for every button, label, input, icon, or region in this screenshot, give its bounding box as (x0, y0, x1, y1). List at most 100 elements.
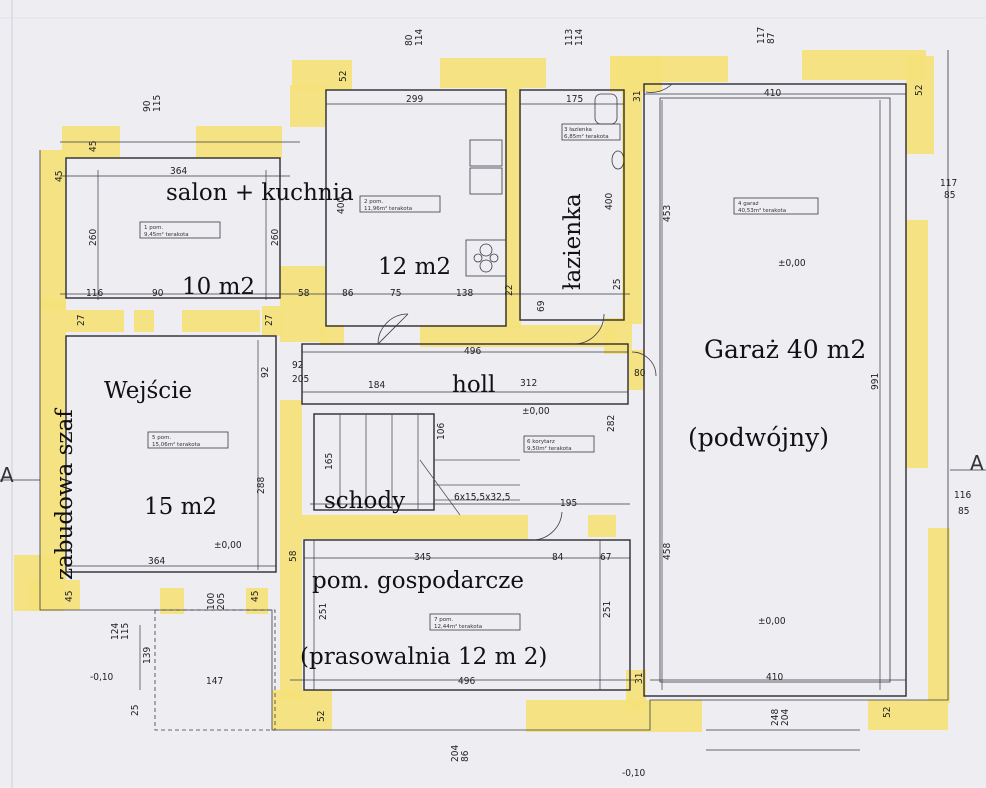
dim-label: 87 (766, 33, 777, 44)
utility-room-note-label: (prasowalnia 12 m 2) (300, 644, 547, 670)
level-mark: ±0,00 (214, 540, 242, 551)
stamp-text: 6 korytarz (527, 439, 555, 445)
dimension-lines (0, 93, 986, 690)
utility-room-label: pom. gospodarcze (312, 568, 524, 594)
wall-segment (906, 56, 934, 154)
dim-label: 58 (298, 288, 310, 299)
wall-segment (868, 700, 948, 730)
level-mark: -0,10 (622, 768, 646, 779)
dim-label: 45 (88, 141, 99, 152)
dim-label: 496 (464, 346, 481, 357)
stairs-label: schody (324, 488, 405, 514)
dim-label: 116 (86, 288, 103, 299)
wall-segment (612, 56, 728, 82)
wall-segment (300, 515, 528, 539)
dim-label: 92 (260, 367, 271, 378)
dim-label: 260 (88, 229, 99, 246)
wall-segment (802, 50, 926, 80)
dim-label: 251 (318, 603, 329, 620)
wall-segment (262, 306, 282, 336)
stamp-text: 5 pom. (152, 435, 171, 441)
dim-label: 100 (206, 593, 217, 610)
walls-highlight (14, 50, 950, 732)
dim-label: 400 (604, 193, 615, 210)
lazienka-label: łazienka (560, 193, 586, 290)
stamp-text: 40,53m² terakota (738, 207, 786, 214)
wall-segment (280, 266, 326, 342)
dim-label: 364 (170, 166, 187, 177)
level-mark: ±0,00 (522, 406, 550, 417)
stamp-text: 15,06m² terakota (152, 441, 200, 448)
wall-segment (272, 690, 332, 730)
stamp-text: 12,44m² terakota (434, 623, 482, 630)
stamp-text: 7 pom. (434, 617, 453, 623)
wall-segment (420, 325, 616, 347)
salon-kuchnia-label: salon + kuchnia (166, 180, 354, 206)
dim-label: 106 (436, 423, 447, 440)
garage-label: Garaż 40 m2 (704, 335, 866, 364)
wall-segment (182, 310, 260, 332)
stamp-text: 11,96m² terakota (364, 205, 412, 212)
wall-segment (40, 300, 66, 580)
level-mark: ±0,00 (758, 616, 786, 627)
wall-segment (134, 310, 154, 332)
dim-label: 453 (662, 205, 673, 222)
section-mark-right: A (970, 451, 984, 475)
dim-label: 282 (606, 415, 617, 432)
wall-segment (628, 350, 644, 390)
level-mark: -0,10 (90, 672, 114, 683)
level-marks: ±0,00 ±0,00 ±0,00 ±0,00 -0,10 -0,10 (90, 258, 806, 779)
dim-label: 45 (54, 171, 65, 182)
dim-label: 496 (458, 676, 475, 687)
level-mark: ±0,00 (778, 258, 806, 269)
dim-label: 75 (390, 288, 401, 299)
dim-label: 184 (368, 380, 385, 391)
dim-label: 205 (292, 374, 309, 385)
dim-label: 113 (564, 29, 575, 46)
dim-label: 45 (64, 591, 75, 602)
dim-label: 204 (450, 745, 461, 762)
dim-label: 116 (954, 490, 971, 501)
wall-segment (40, 150, 66, 310)
dim-label: 991 (870, 373, 881, 390)
dim-label: 84 (552, 552, 564, 563)
dim-label: 410 (764, 88, 781, 99)
wall-segment (440, 58, 546, 88)
stamp-text: 1 pom. (144, 225, 163, 231)
hall-label: holl (452, 372, 495, 398)
wall-segment (906, 220, 928, 468)
stamp-text: 9,45m² terakota (144, 231, 189, 238)
wall-segment (320, 325, 344, 345)
dim-label: 52 (882, 707, 893, 718)
dim-label: 85 (958, 506, 969, 517)
room-labels: salon + kuchnia 10 m2 12 m2 łazienka Gar… (52, 180, 866, 670)
dim-label: 124 (110, 623, 121, 640)
dim-label: 458 (662, 543, 673, 560)
dim-label: 260 (270, 229, 281, 246)
kitchen-fixtures (465, 139, 507, 277)
stamp-text: 3 łazienka (564, 127, 592, 133)
dim-label: 195 (560, 498, 577, 509)
dim-label: 80 (404, 34, 415, 46)
dim-label: 52 (914, 85, 925, 96)
dim-label: 90 (142, 100, 153, 112)
dim-label: 204 (780, 709, 791, 726)
dim-label: 138 (456, 288, 473, 299)
dim-label: 85 (944, 190, 955, 201)
dim-label: 45 (250, 591, 261, 602)
dim-label: 58 (288, 550, 299, 562)
room-stamps: 1 pom. 9,45m² terakota 2 pom. 11,96m² te… (139, 123, 819, 631)
wall-segment (622, 84, 642, 324)
dim-label: 86 (342, 288, 354, 299)
dim-label: 205 (216, 593, 227, 610)
dim-label: 80 (634, 368, 646, 379)
dim-label: 165 (324, 453, 335, 470)
wall-segment (30, 580, 80, 610)
section-mark-left: A (0, 463, 14, 487)
dim-label: 6x15,5x32,5 (454, 492, 510, 503)
dim-label: 25 (612, 279, 623, 290)
dim-label: 27 (76, 315, 87, 326)
dim-label: 52 (316, 711, 327, 722)
